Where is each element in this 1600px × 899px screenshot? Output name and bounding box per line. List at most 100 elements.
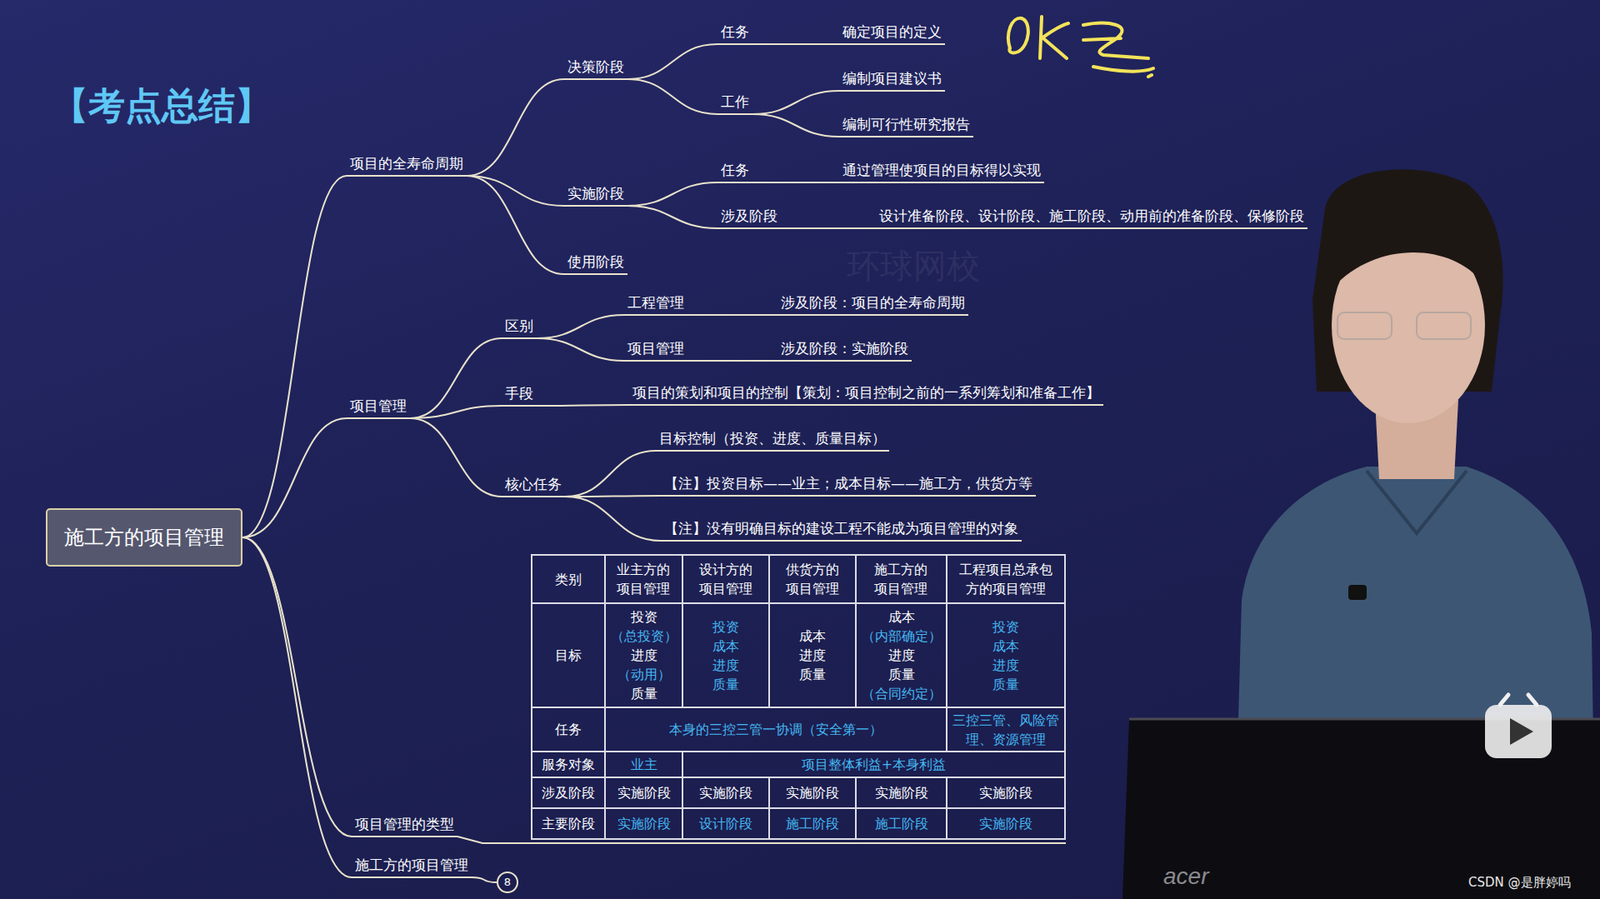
table-cell: 本身的三控三管一协调（安全第一） [605,707,947,752]
branch-topic: 实施阶段 [564,184,628,207]
root-box: 施工方的项目管理 [45,508,243,567]
table-cell-text: 施工阶段 [858,814,945,834]
node-text: 实施阶段 [567,185,625,202]
mindmap-branch [410,405,502,419]
table-cell-text: 质量 [858,665,945,685]
table-cell-text: 进度 [858,645,945,665]
table-cell-text: 工程项目总承包方的项目管理 [957,560,1055,599]
table-cell-text: 成本 [949,636,1063,656]
table-cell: 投资成本进度质量 [946,603,1065,708]
table-cell-text: 实施阶段 [858,783,945,803]
table-cell: 工程项目总承包方的项目管理 [946,555,1065,604]
microphone [1348,585,1367,600]
table-cell-text: 实施阶段 [771,783,854,803]
table-cell: 成本进度质量 [769,603,856,708]
branch-topic: 通过管理使项目的目标得以实现 [839,160,1045,184]
mindmap-branch [565,495,661,497]
table-cell: 设计方的项目管理 [682,555,770,604]
table-cell: 投资（总投资）进度（动用）质量 [605,603,683,708]
slide-title: 【考点总结】 [51,81,272,131]
watermark: 环球网校 [846,243,980,290]
mindmap-branch [536,405,630,406]
table-cell: 施工阶段 [855,808,947,840]
mindmap-branch [536,315,625,339]
branch-topic: 工作 [717,92,753,115]
branch-topic: 目标控制（投资、进度、质量目标） [655,429,890,452]
table-cell-text: （合同约定） [858,684,945,704]
node-text: 编制可行性研究报告 [842,115,970,133]
table-cell-text: 投资 [607,607,680,627]
presenter-glasses [1416,312,1471,340]
node-text: 通过管理使项目的目标得以实现 [842,161,1041,179]
mindmap-branch [471,877,497,883]
table-cell: 成本（内部确定）进度质量（合同约定） [855,603,947,708]
table-cell: 实施阶段 [946,808,1065,840]
node-text: 【注】没有明确目标的建设工程不能成为项目管理的对象 [664,520,1019,537]
table-cell: 主要阶段 [531,808,605,840]
node-text: 8 [504,875,511,889]
table-cell-text: 主要阶段 [534,814,603,834]
table-row: 服务对象业主项目整体利益+本身利益 [531,751,1065,778]
node-text: 项目管理 [627,340,685,357]
branch-topic: 工程管理 [624,293,688,316]
table-cell: 三控三管、风险管理、资源管理 [946,707,1065,752]
presenter-collar [1366,470,1467,534]
table-cell: 施工方的项目管理 [855,555,947,604]
table-cell: 实施阶段 [769,777,856,809]
mindmap-branch [536,338,625,361]
table-cell: 目标 [531,603,605,708]
node-text: 项目的策划和项目的控制【策划：项目控制之前的一系列筹划和准备工作】 [632,384,1100,401]
node-text: 使用阶段 [567,253,625,270]
table-cell-text: 施工阶段 [771,814,854,834]
table-cell-text: 实施阶段 [607,814,680,834]
table-cell: 施工阶段 [769,808,856,840]
play-icon [1500,695,1537,705]
node-text: 工作 [720,93,750,110]
branch-topic: 【注】投资目标——业主；成本目标——施工方，供货方等 [660,474,1036,497]
table-cell-text: 设计方的项目管理 [697,560,755,599]
table-row: 主要阶段实施阶段设计阶段施工阶段施工阶段实施阶段 [531,808,1065,840]
table-cell-text: 业主 [607,755,680,775]
branch-topic: 涉及阶段 [717,206,781,230]
table-cell-text: 进度 [607,645,680,665]
node-text: 施工方的项目管理 [355,856,469,874]
node-text: 【注】投资目标——业主；成本目标——施工方，供货方等 [664,475,1033,492]
comparison-table: 类别业主方的项目管理设计方的项目管理供货方的项目管理施工方的项目管理工程项目总承… [530,554,1066,840]
branch-topic: 区别 [501,316,537,340]
table-cell-text: 实施阶段 [607,783,680,803]
source-credit: CSDN @是胖婷吗 [1468,875,1571,891]
mindmap-branch [752,181,840,184]
table-cell-text: （内部确定） [858,626,945,646]
mindmap-branch [687,360,778,362]
table-cell: 实施阶段 [855,777,947,809]
table-cell-text: 实施阶段 [949,783,1063,803]
mindmap-branch [687,314,778,316]
table-row: 任务本身的三控三管一协调（安全第一）三控三管、风险管理、资源管理 [531,707,1065,752]
table-cell: 实施阶段 [605,777,683,809]
node-text: 编制项目建议书 [842,70,942,87]
table-cell-text: 项目整体利益+本身利益 [685,755,1063,775]
table-row: 类别业主方的项目管理设计方的项目管理供货方的项目管理施工方的项目管理工程项目总承… [531,555,1065,604]
mindmap-branch [780,227,876,230]
node-text: 手段 [505,385,534,402]
node-text: 决策阶段 [567,58,625,75]
table-cell: 服务对象 [531,751,605,778]
table-cell-text: 进度 [771,645,854,665]
node-text: 项目管理 [350,397,407,415]
table-cell-text: 业主方的项目管理 [615,560,673,599]
branch-topic: 涉及阶段：项目的全寿命周期 [777,293,969,316]
table-cell-text: 实施阶段 [949,814,1063,834]
node-text: 任务 [720,161,750,179]
node-text: 目标控制（投资、进度、质量目标） [659,430,886,447]
play-icon [1485,705,1552,759]
mindmap-branch [565,450,656,497]
branch-topic: 使用阶段 [564,252,628,275]
mindmap-branch [242,418,347,538]
table-cell: 供货方的项目管理 [769,555,856,604]
mindmap-branch [466,175,565,206]
table-row: 涉及阶段实施阶段实施阶段实施阶段实施阶段实施阶段 [531,777,1065,809]
table-cell: 项目整体利益+本身利益 [682,751,1065,778]
branch-topic: 任务 [717,160,753,184]
table-cell-text: 进度 [949,655,1063,675]
